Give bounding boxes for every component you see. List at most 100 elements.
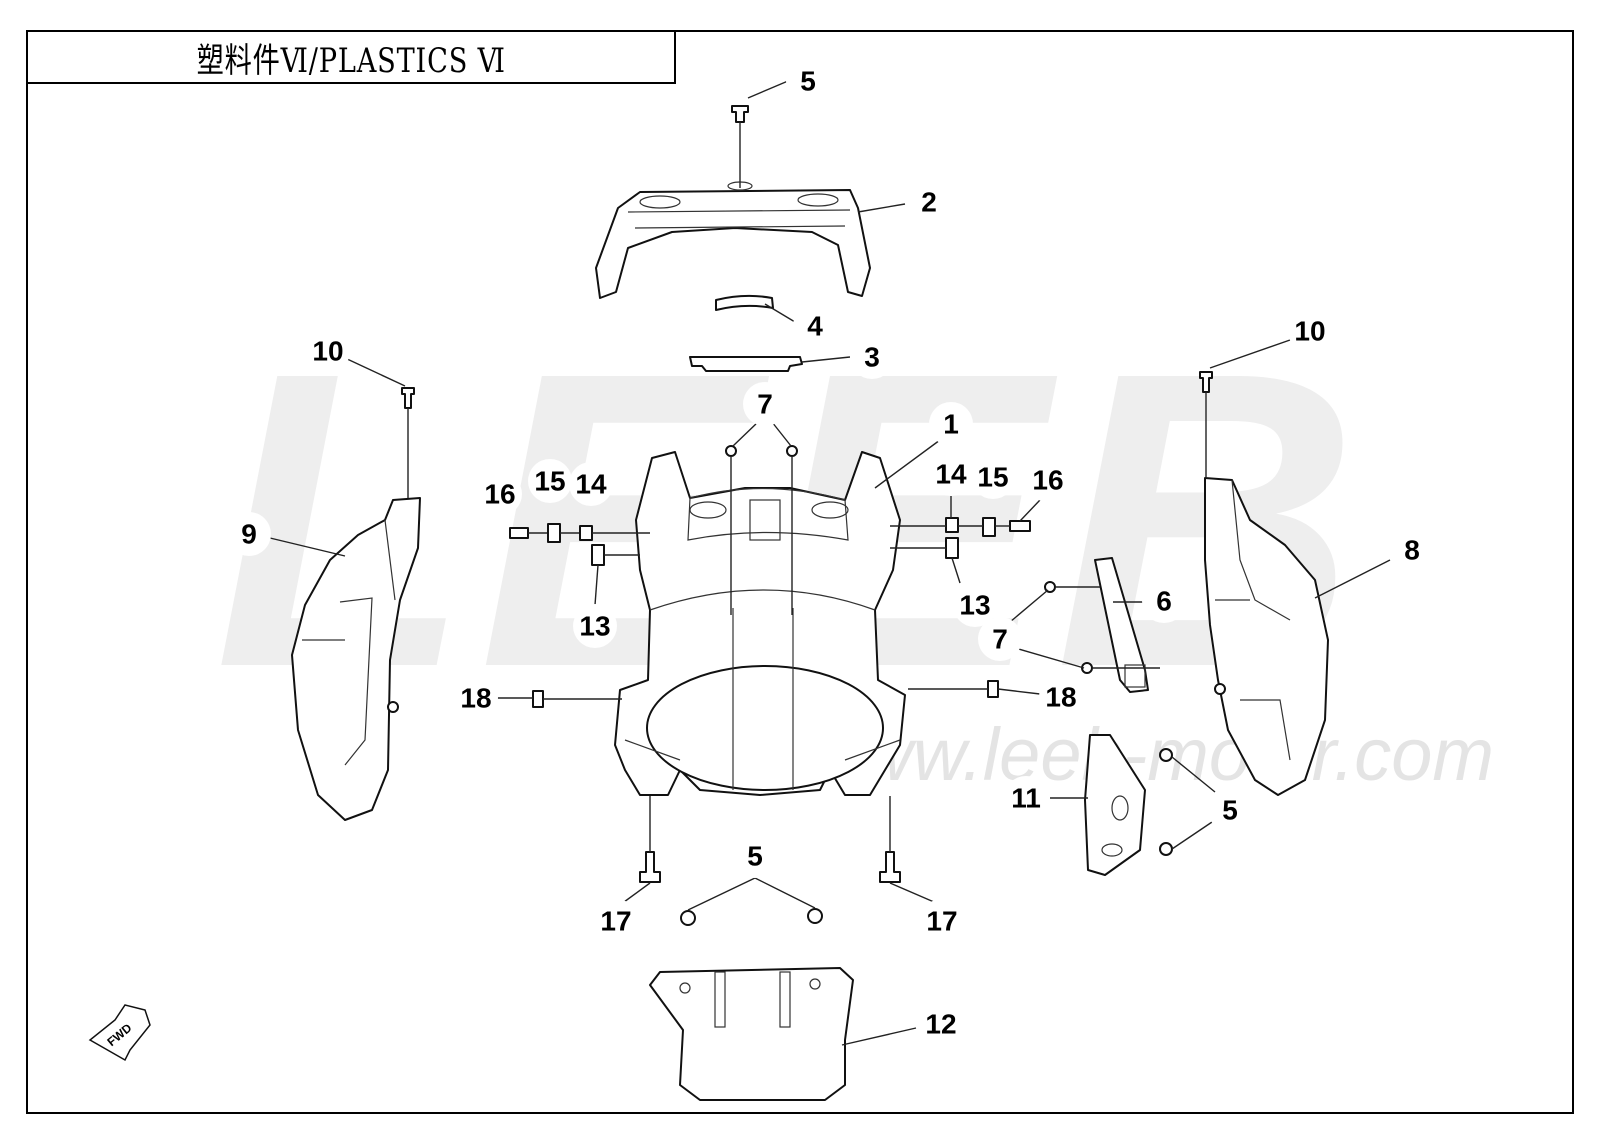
callout-leader-3: [801, 356, 851, 363]
callout-leader-18: [997, 688, 1041, 695]
callout-number: 12: [925, 1009, 956, 1040]
callout-number: 13: [579, 611, 610, 642]
callout-13: 13: [573, 604, 617, 648]
callout-bubble: [733, 834, 777, 878]
callout-group: 5 2 43 10 10 7 1 16 15 14 14 15 16 9 8 13 13 6 7 18 18 11 5 5 17…: [227, 59, 1434, 1046]
callout-bubble: [971, 455, 1015, 499]
title-box: 塑料件Ⅵ/PLASTICS Ⅵ: [26, 30, 676, 84]
callout-8: 8: [1390, 528, 1434, 572]
callout-bubble: [929, 452, 973, 496]
callout-leader-8: [1314, 559, 1391, 599]
callout-bubble: [569, 462, 613, 506]
callout-leader-10: [344, 357, 406, 387]
callout-leader-16: [1019, 499, 1041, 522]
callout-bubble: [978, 617, 1022, 661]
part-10-screw-left: [401, 387, 415, 498]
callout-number: 7: [992, 624, 1008, 655]
callout-leader-7: [1009, 589, 1049, 623]
part-9-left-cover: [291, 497, 421, 821]
diagram-frame: [26, 30, 1574, 1114]
part-3-trim: [689, 356, 803, 372]
callout-leader-5: [1171, 756, 1216, 793]
callout-number: 10: [1294, 316, 1325, 347]
callout-bubble: [919, 1002, 963, 1046]
fwd-arrow-icon: FWD: [88, 1004, 151, 1062]
callout-leader-10: [1209, 339, 1291, 369]
watermark-url: www.leeb-motor.com: [806, 713, 1494, 796]
callout-leader-7: [1014, 647, 1085, 669]
callout-bubble: [850, 335, 894, 379]
callout-number: 2: [921, 187, 937, 218]
callout-3: 3: [850, 335, 894, 379]
callout-number: 15: [534, 466, 565, 497]
callout-9: 9: [227, 512, 271, 556]
callout-5: 5: [1208, 788, 1252, 832]
part-11-plate: [1084, 734, 1146, 876]
callout-number: 17: [600, 906, 631, 937]
callout-5: 5: [733, 834, 777, 878]
callout-number: 1: [943, 409, 959, 440]
callout-bubble: [1004, 776, 1048, 820]
callout-number: 14: [575, 469, 607, 500]
callout-leader-2: [857, 203, 906, 213]
callout-14: 14: [569, 462, 613, 506]
callout-2: 2: [907, 180, 951, 224]
callout-number: 7: [757, 389, 773, 420]
callout-number: 16: [1032, 465, 1063, 496]
callout-leader-5: [687, 877, 756, 911]
callout-1: 1: [929, 402, 973, 446]
part-2-rear-cover: [595, 181, 871, 299]
callout-16: 16: [478, 472, 522, 516]
callout-number: 18: [1045, 682, 1076, 713]
callout-number: 8: [1404, 535, 1420, 566]
callout-number: 9: [241, 519, 257, 550]
callout-6: 6: [1142, 579, 1186, 623]
callout-number: 13: [959, 590, 990, 621]
callout-leader-9: [269, 537, 346, 557]
part-7-screws-fender: [725, 445, 798, 615]
callout-15: 15: [528, 459, 572, 503]
callout-17: 17: [594, 899, 638, 943]
hardware-left-13-14-15-16: [509, 523, 650, 566]
callout-number: 6: [1156, 586, 1172, 617]
callout-bubble: [594, 899, 638, 943]
callout-bubble: [528, 459, 572, 503]
callout-bubble: [786, 59, 830, 103]
part-10-screw-right: [1199, 371, 1213, 478]
callout-bubble: [573, 604, 617, 648]
callout-leader-13: [951, 557, 961, 584]
callout-leader-17: [623, 882, 651, 903]
callout-10: 10: [306, 329, 350, 373]
callout-bubble: [454, 676, 498, 720]
part-6-bracket: [1094, 557, 1149, 693]
callout-number: 5: [747, 841, 763, 872]
callout-leader-lines: [269, 80, 1391, 1046]
callout-bubble: [306, 329, 350, 373]
callout-15: 15: [971, 455, 1015, 499]
callout-bubble: [953, 583, 997, 627]
callout-bubble: [929, 402, 973, 446]
callout-bubble: [1208, 788, 1252, 832]
callout-number: 4: [807, 311, 823, 342]
part-5-screws-right: [1159, 748, 1173, 856]
callout-11: 11: [1004, 776, 1048, 820]
callout-bubble: [743, 382, 787, 426]
callout-number: 5: [1222, 795, 1238, 826]
callout-13: 13: [953, 583, 997, 627]
callout-number: 18: [460, 683, 491, 714]
callout-number: 16: [484, 479, 515, 510]
callout-bubble: [1039, 675, 1083, 719]
callout-10: 10: [1288, 309, 1332, 353]
callout-bubble: [907, 180, 951, 224]
callout-7: 7: [978, 617, 1022, 661]
callout-18: 18: [1039, 675, 1083, 719]
callout-number: 15: [977, 462, 1008, 493]
callout-leader-7: [732, 421, 759, 447]
callout-leader-4: [764, 303, 796, 323]
callout-number: 14: [935, 459, 967, 490]
hardware-right-13-14-15-16: [890, 517, 1031, 559]
callout-bubble: [227, 512, 271, 556]
callout-number: 5: [800, 66, 816, 97]
callout-leader-13: [594, 564, 599, 606]
